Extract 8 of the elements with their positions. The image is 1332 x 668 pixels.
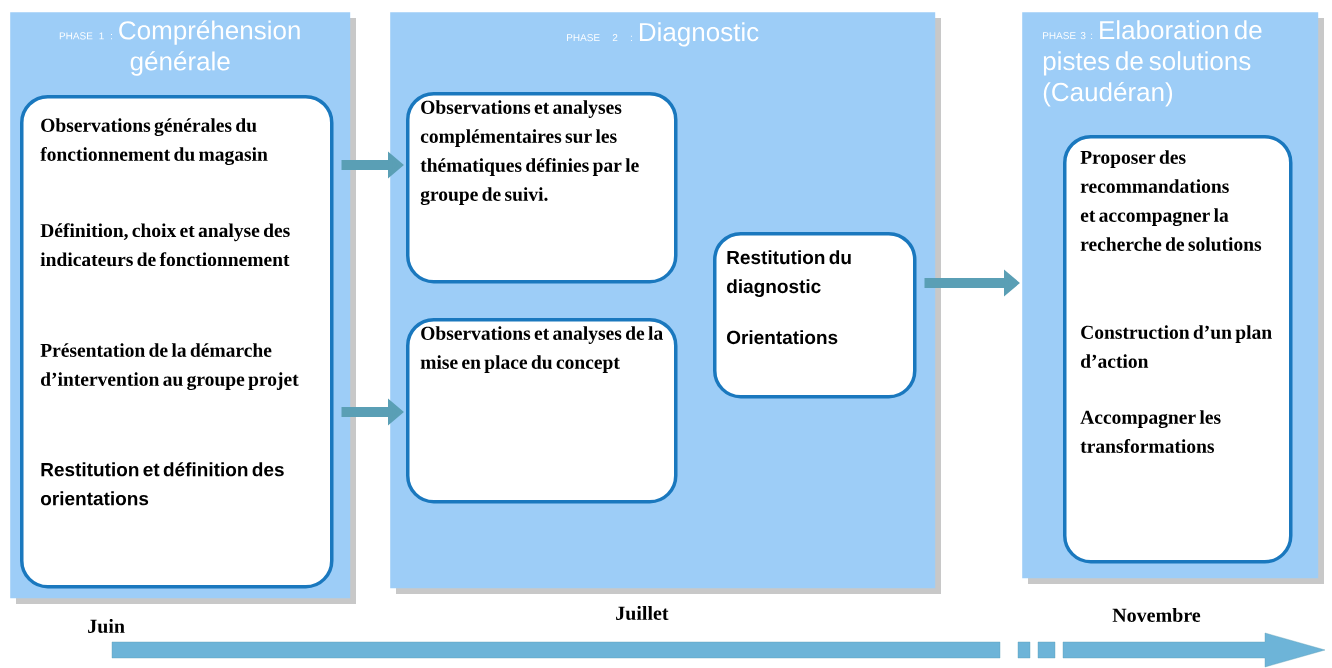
timeline-label: Juin xyxy=(88,618,125,634)
text-box: Observations et analyses de la mise en place du concept xyxy=(406,318,678,504)
timeline-label: Novembre xyxy=(1112,607,1201,622)
timeline-label: Juillet xyxy=(616,605,669,621)
text-box: Observations générales du fonctionnement du magasin Définition, choix et analyse des indicateurs de fonctionnement Présentation de la démarche d’intervention au groupe projet Restitution et définition des orientations xyxy=(20,95,334,589)
text-box: Proposer des recommandations et accompagner la recherche de solutions Construction d’un plan d’action Accompagner les transformations xyxy=(1063,135,1293,564)
text-box: Observations et analyses complémentaires sur les thématiques définies par le groupe de suivi. xyxy=(406,92,678,284)
text-box: Restitution du diagnostic Orientations xyxy=(713,232,917,399)
